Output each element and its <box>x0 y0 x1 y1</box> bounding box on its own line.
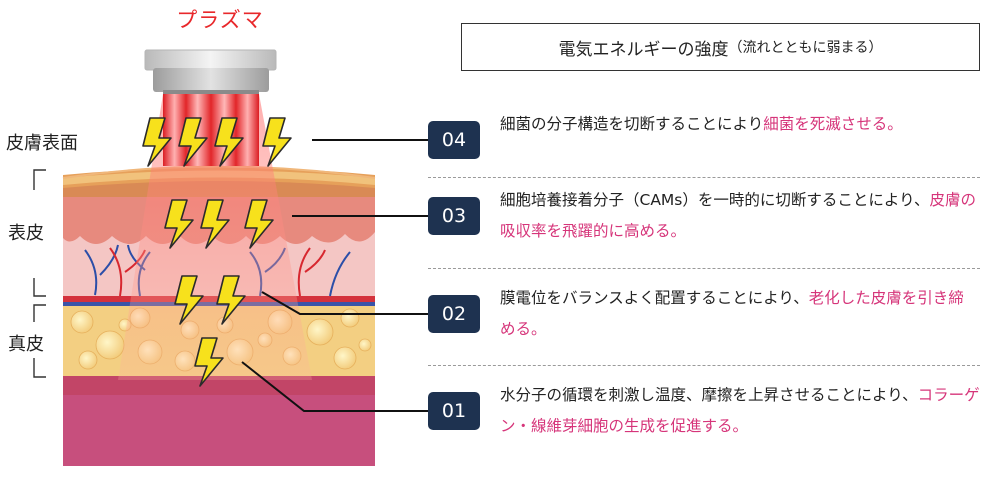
badge-03: 03 <box>428 197 480 235</box>
energy-intensity-legend: 電気エネルギーの強度 （流れとともに弱まる） <box>461 23 980 71</box>
bracket-dermis-top <box>33 304 46 322</box>
step-01-text: 水分子の循環を刺激し温度、摩擦を上昇させることにより、 <box>500 386 918 404</box>
bracket-dermis-bottom <box>33 358 46 378</box>
lightning-bolt-icon <box>178 117 208 167</box>
lightning-bolt-icon <box>262 117 292 167</box>
legend-main: 電気エネルギーの強度 <box>558 39 729 60</box>
badge-04: 04 <box>428 121 480 159</box>
lightning-bolt-icon <box>244 199 274 249</box>
label-skin-surface: 皮膚表面 <box>6 133 78 154</box>
label-epidermis: 表皮 <box>8 223 44 244</box>
lightning-bolt-icon <box>142 117 172 167</box>
step-02-highlight: 老化した皮膚を引き締める。 <box>500 289 964 338</box>
label-dermis: 真皮 <box>8 334 44 355</box>
lightning-bolt-icon <box>194 337 224 387</box>
step-03-text: 細胞培養接着分子（CAMs）を一時的に切断することにより、 <box>500 191 930 209</box>
bracket-epidermis-bottom <box>33 278 46 297</box>
divider <box>428 177 980 178</box>
step-04-description: 細菌の分子構造を切断することにより細菌を死滅させる。 <box>500 109 970 140</box>
lightning-bolt-icon <box>200 199 230 249</box>
connector-02 <box>261 291 428 315</box>
step-01-description: 水分子の循環を刺激し温度、摩擦を上昇させることにより、コラーゲン・線維芽細胞の生… <box>500 380 980 442</box>
legend-sub: （流れとともに弱まる） <box>728 40 883 56</box>
step-01-highlight: コラーゲン・線維芽細胞の生成を促進する。 <box>500 386 980 435</box>
step-04-text: 細菌の分子構造を切断することにより <box>500 115 764 133</box>
connector-01 <box>241 361 428 412</box>
badge-01: 01 <box>428 392 480 430</box>
step-03-description: 細胞培養接着分子（CAMs）を一時的に切断することにより、皮膚の吸収率を飛躍的に… <box>500 185 980 247</box>
divider <box>428 365 980 366</box>
lightning-bolt-icon <box>216 275 246 325</box>
step-03-highlight: 皮膚の吸収率を飛躍的に高める。 <box>500 191 976 240</box>
badge-02: 02 <box>428 295 480 333</box>
divider <box>428 268 980 269</box>
step-02-description: 膜電位をバランスよく配置することにより、老化した皮膚を引き締める。 <box>500 283 975 345</box>
step-02-text: 膜電位をバランスよく配置することにより、 <box>500 289 809 307</box>
lightning-bolt-icon <box>174 275 204 325</box>
step-04-highlight: 細菌を死滅させる。 <box>763 115 903 133</box>
lightning-bolt-icon <box>164 199 194 249</box>
plasma-title: プラズマ <box>176 8 264 32</box>
bracket-epidermis-top <box>33 169 46 190</box>
lightning-bolt-icon <box>214 117 244 167</box>
